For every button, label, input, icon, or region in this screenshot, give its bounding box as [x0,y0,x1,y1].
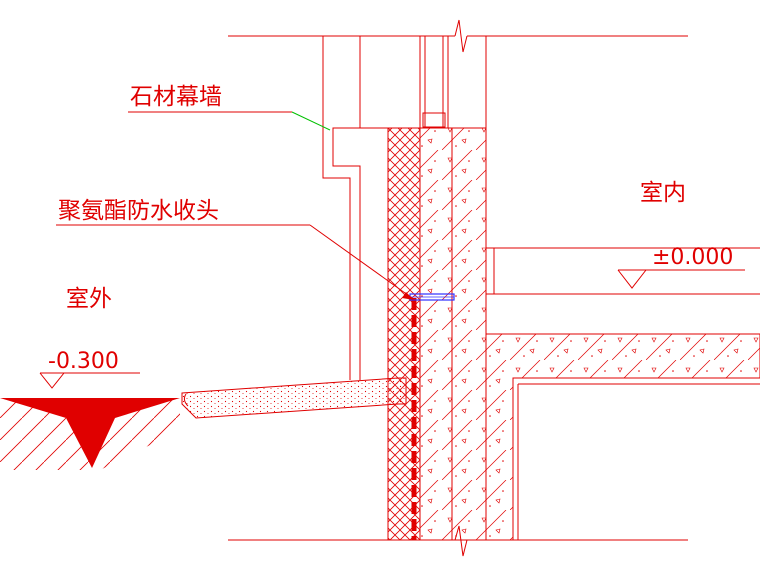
outdoor-label: 室外 [66,286,112,312]
pu-waterproof-end-callout: 聚氨酯防水收头 [56,198,414,300]
outdoor-level-text: -0.300 [48,349,119,374]
outdoor-level-marker: -0.300 [39,349,140,389]
outdoor-ground-symbol [0,398,180,468]
indoor-level-marker: ±0.000 [617,245,745,289]
outdoor-paving-slab [181,377,407,419]
stone-curtain-wall-label: 石材幕墙 [130,84,222,110]
window-frame [419,36,487,129]
indoor-level-text: ±0.000 [652,245,733,270]
top-break-line [228,19,688,53]
indoor-label: 室内 [640,180,686,206]
pu-waterproof-end-label: 聚氨酯防水收头 [58,198,219,224]
concrete-wall [419,127,487,541]
stone-curtain-wall-callout: 石材幕墙 [128,84,331,131]
indoor-floor [485,247,760,541]
